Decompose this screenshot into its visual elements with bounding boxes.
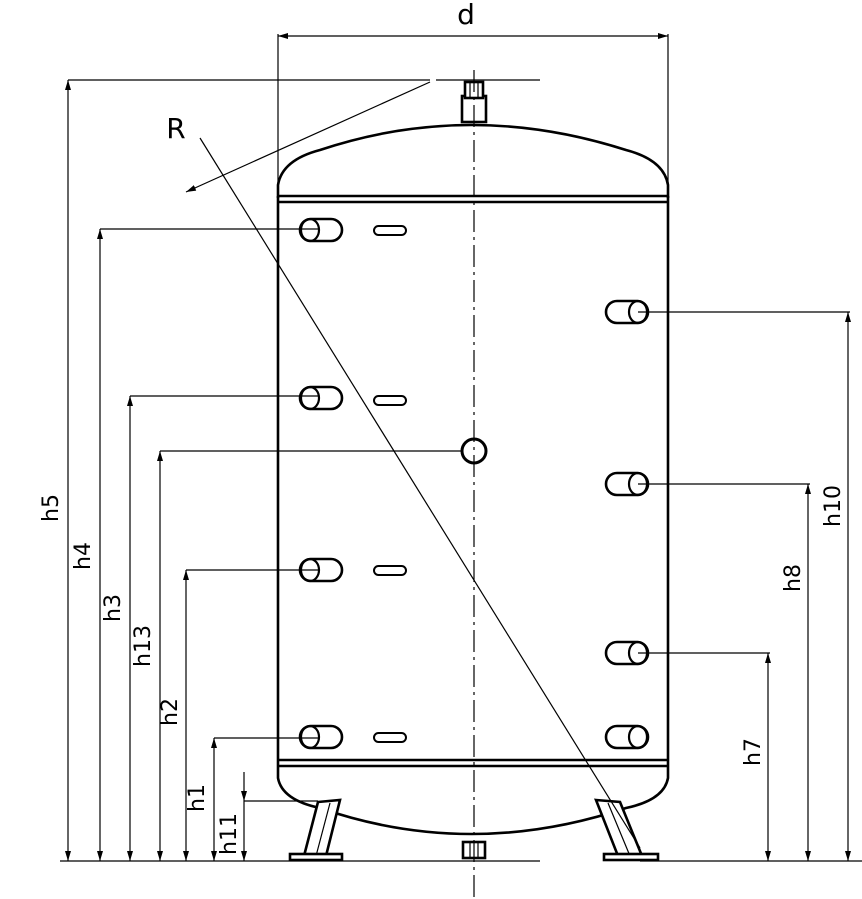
radius-dimension (185, 79, 540, 193)
sensor-slots (373, 225, 407, 743)
label-h3: h3 (101, 594, 126, 622)
left-connections (298, 217, 344, 750)
label-r: R (166, 112, 185, 145)
label-h11: h11 (217, 813, 242, 855)
left-height-dimensions (65, 79, 462, 861)
label-h4: h4 (71, 542, 96, 570)
right-height-dimensions (638, 311, 851, 861)
label-h8: h8 (781, 564, 806, 592)
label-d: d (457, 0, 475, 31)
tank-body (276, 123, 670, 836)
label-h13: h13 (131, 625, 156, 667)
tilt-diagonal (199, 137, 641, 849)
tank-legs (288, 798, 660, 862)
label-h7: h7 (741, 738, 766, 766)
label-h10: h10 (821, 485, 846, 527)
label-h1: h1 (185, 784, 210, 812)
diameter-dimension (277, 33, 669, 196)
right-connections (604, 299, 650, 750)
label-h2: h2 (158, 698, 183, 726)
label-h5: h5 (39, 494, 64, 522)
